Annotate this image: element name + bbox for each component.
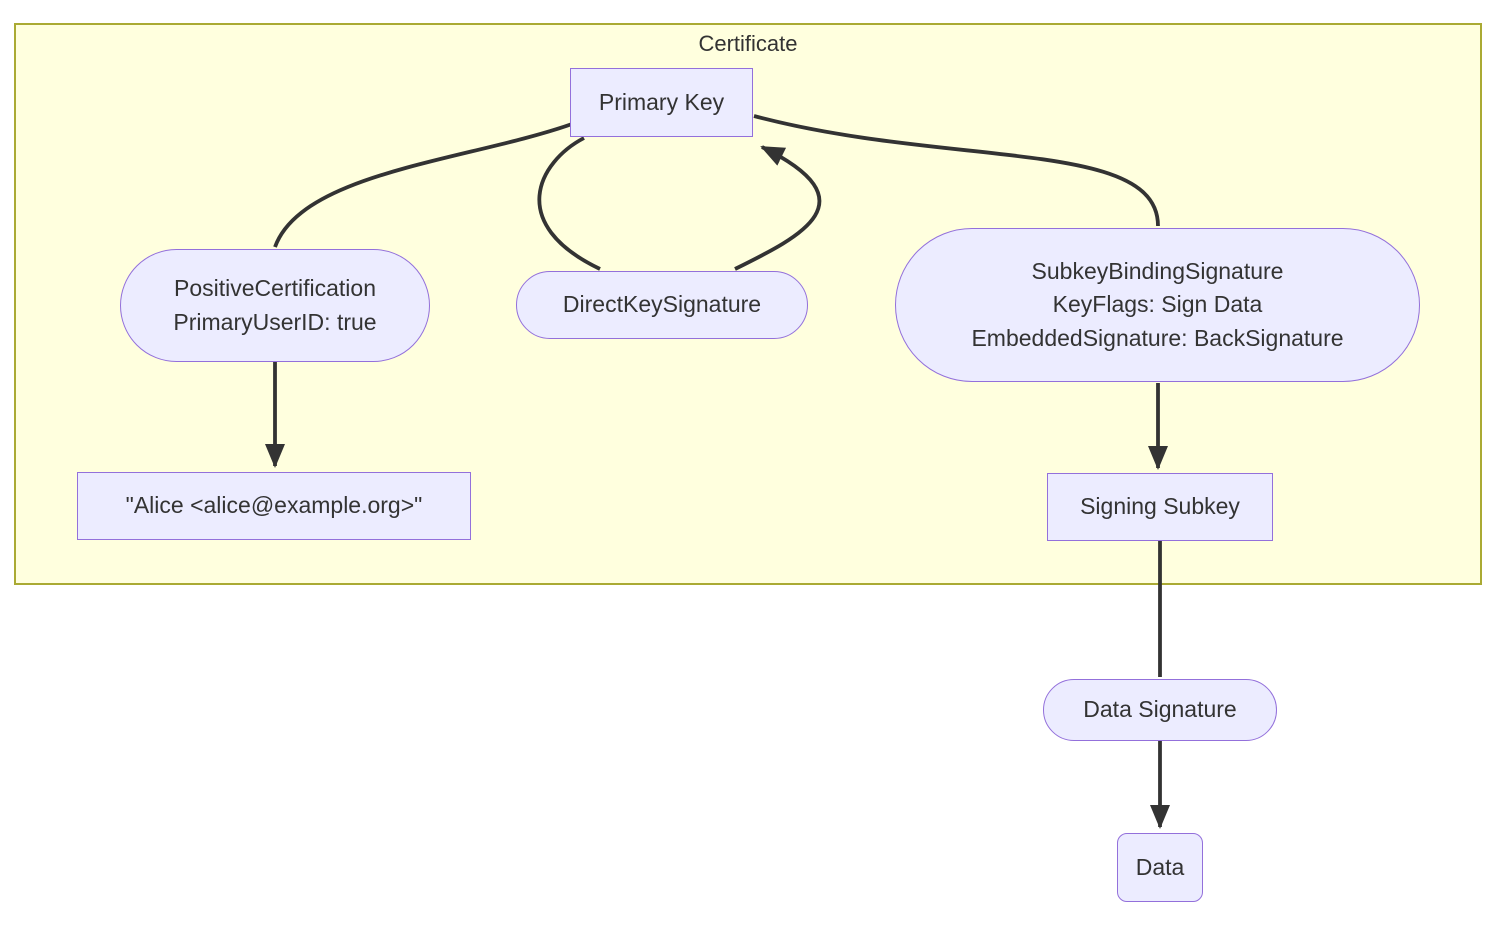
node-user-id: "Alice <alice@example.org>" [77, 472, 471, 540]
node-primary-key-label: Primary Key [598, 88, 725, 115]
node-primary-key: Primary Key [570, 68, 753, 137]
node-subkey-binding-signature-line-1: SubkeyBindingSignature [1031, 257, 1284, 284]
edge-primary-key-to-direct-key-signature [537, 136, 601, 271]
node-positive-certification-line-2: PrimaryUserID: true [173, 308, 377, 335]
edge-direct-key-signature-to-primary-key [734, 145, 822, 271]
node-positive-certification-line-1: PositiveCertification [174, 275, 376, 302]
node-user-id-label: "Alice <alice@example.org>" [125, 492, 423, 519]
node-subkey-binding-signature-line-2: KeyFlags: Sign Data [1052, 291, 1263, 318]
node-signing-subkey: Signing Subkey [1047, 473, 1273, 541]
node-data-signature: Data Signature [1043, 679, 1277, 741]
node-subkey-binding-signature: SubkeyBindingSignature KeyFlags: Sign Da… [895, 228, 1420, 382]
node-data-signature-label: Data Signature [1083, 696, 1237, 723]
node-data-label: Data [1135, 853, 1185, 880]
certificate-cluster-label: Certificate [698, 31, 798, 56]
edge-primary-key-to-subkey-binding-signature [753, 114, 1160, 227]
node-positive-certification: PositiveCertification PrimaryUserID: tru… [120, 249, 430, 362]
node-data: Data [1117, 833, 1203, 902]
node-signing-subkey-label: Signing Subkey [1080, 493, 1240, 520]
node-direct-key-signature-label: DirectKeySignature [562, 291, 762, 318]
node-direct-key-signature: DirectKeySignature [516, 271, 808, 339]
edge-primary-key-to-positive-certification [273, 122, 573, 248]
node-subkey-binding-signature-line-3: EmbeddedSignature: BackSignature [971, 324, 1344, 351]
